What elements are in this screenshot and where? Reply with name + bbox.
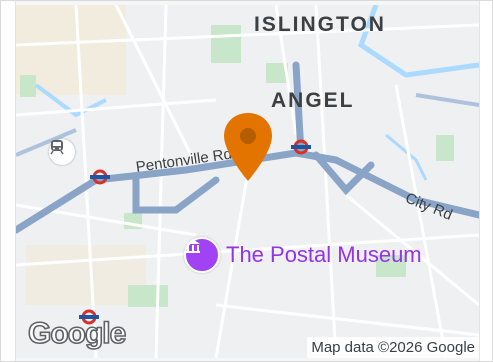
district-label-angel: ANGEL xyxy=(271,89,355,112)
right-border xyxy=(479,1,492,361)
underground-icon[interactable] xyxy=(78,309,100,325)
map-attribution[interactable]: Map data ©2026 Google xyxy=(307,337,479,358)
museum-icon xyxy=(184,237,220,273)
poi-postal-museum[interactable]: The Postal Museum xyxy=(184,237,422,273)
left-border xyxy=(1,1,16,361)
google-logo: Google xyxy=(27,316,127,351)
poi-label: The Postal Museum xyxy=(226,242,422,267)
map-canvas[interactable]: ISLINGTON ANGEL Pentonville Rd City Rd xyxy=(16,5,479,358)
train-station-icon[interactable] xyxy=(49,139,75,165)
underground-icon[interactable] xyxy=(290,139,312,155)
district-label-islington: ISLINGTON xyxy=(254,13,386,36)
underground-icon[interactable] xyxy=(89,169,111,185)
